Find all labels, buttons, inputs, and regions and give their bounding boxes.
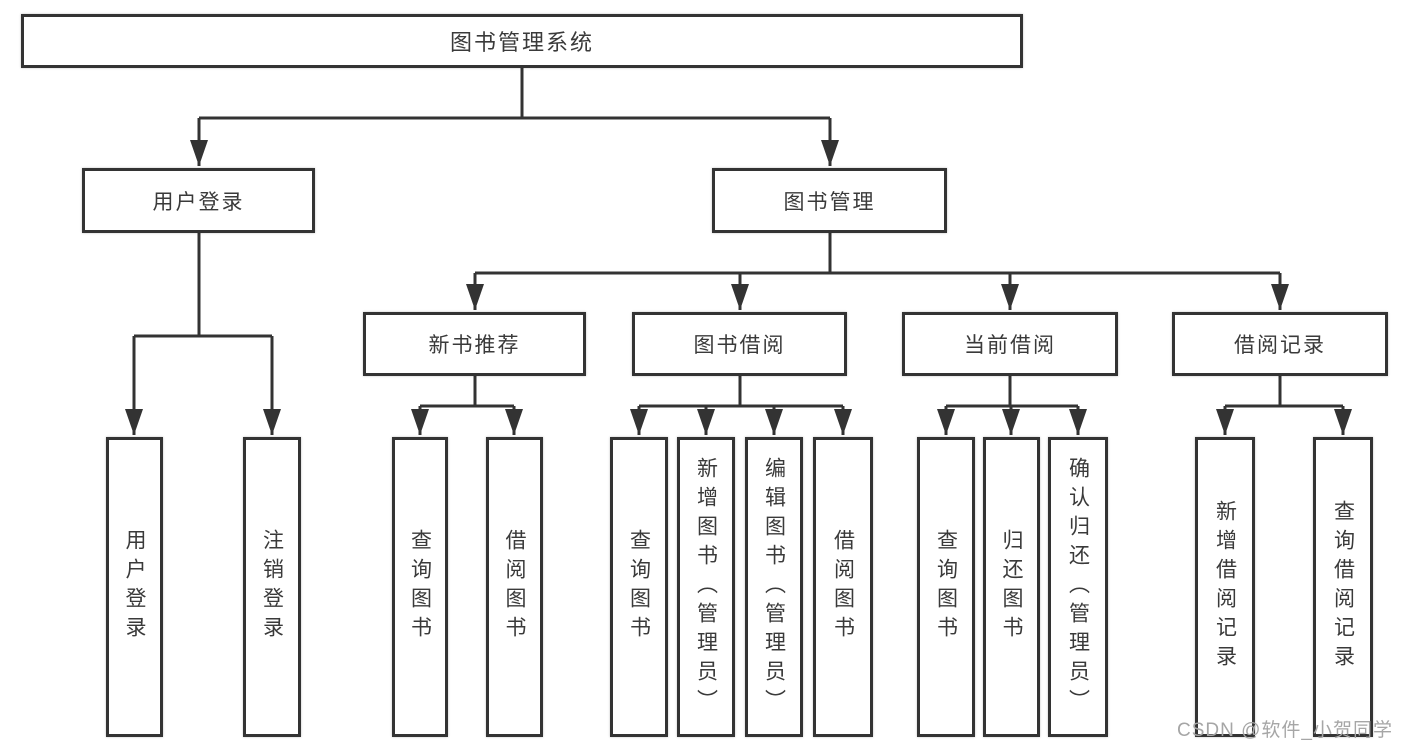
leaf-query-books-2: 查询图书 [610, 437, 668, 737]
leaf-confirm-return-admin-label: 确认归还（管理员） [1066, 456, 1090, 718]
leaf-return-book-label: 归还图书 [1000, 529, 1023, 645]
leaf-borrow-books-1-label: 借阅图书 [503, 529, 526, 645]
node-book-borrow-label: 图书借阅 [693, 334, 786, 357]
leaf-confirm-return-admin: 确认归还（管理员） [1048, 437, 1108, 737]
node-new-book-recommend-label: 新书推荐 [428, 334, 521, 357]
leaf-logout: 注销登录 [243, 437, 301, 737]
node-root-label: 图书管理系统 [449, 30, 594, 55]
leaf-query-borrow-record-label: 查询借阅记录 [1331, 500, 1355, 674]
node-book-management: 图书管理 [712, 168, 947, 233]
leaf-query-books-2-label: 查询图书 [627, 529, 651, 645]
leaf-borrow-books-1: 借阅图书 [486, 437, 543, 737]
leaf-query-books-1: 查询图书 [392, 437, 448, 737]
rail-book-borrow [639, 375, 843, 408]
node-book-management-label: 图书管理 [783, 190, 876, 214]
rail-borrow-records [1225, 375, 1343, 408]
leaf-borrow-books-2-label: 借阅图书 [831, 529, 855, 645]
leaf-edit-book-admin: 编辑图书（管理员） [745, 437, 803, 737]
node-borrow-records-label: 借阅记录 [1234, 334, 1326, 357]
leaf-query-books-3-label: 查询图书 [934, 529, 958, 645]
node-user-login-label: 用户登录 [152, 190, 245, 214]
leaf-add-borrow-record-label: 新增借阅记录 [1213, 500, 1237, 674]
rail-book-management [475, 233, 1280, 275]
node-current-borrow-label: 当前借阅 [964, 334, 1056, 357]
leaf-add-book-admin-label: 新增图书（管理员） [694, 456, 718, 718]
leaf-return-book: 归还图书 [983, 437, 1040, 737]
leaf-logout-label: 注销登录 [260, 529, 284, 645]
csdn-watermark: CSDN @软件_小贺同学 [1177, 720, 1393, 741]
leaf-query-borrow-record: 查询借阅记录 [1313, 437, 1373, 737]
leaf-add-book-admin: 新增图书（管理员） [677, 437, 735, 737]
leaf-query-books-3: 查询图书 [917, 437, 975, 737]
leaf-add-borrow-record: 新增借阅记录 [1195, 437, 1255, 737]
node-user-login: 用户登录 [82, 168, 315, 233]
rail-root [199, 68, 830, 120]
rail-new-book-recommend [420, 375, 514, 408]
node-borrow-records: 借阅记录 [1172, 312, 1388, 376]
rail-user-login [134, 233, 272, 338]
node-book-borrow: 图书借阅 [632, 312, 847, 376]
leaf-user-login: 用户登录 [106, 437, 163, 737]
leaf-edit-book-admin-label: 编辑图书（管理员） [762, 456, 786, 718]
node-new-book-recommend: 新书推荐 [363, 312, 586, 376]
node-current-borrow: 当前借阅 [902, 312, 1118, 376]
rail-current-borrow [946, 375, 1078, 408]
leaf-query-books-1-label: 查询图书 [408, 529, 432, 645]
node-root: 图书管理系统 [21, 14, 1023, 68]
leaf-borrow-books-2: 借阅图书 [813, 437, 873, 737]
leaf-user-login-label: 用户登录 [123, 529, 146, 645]
